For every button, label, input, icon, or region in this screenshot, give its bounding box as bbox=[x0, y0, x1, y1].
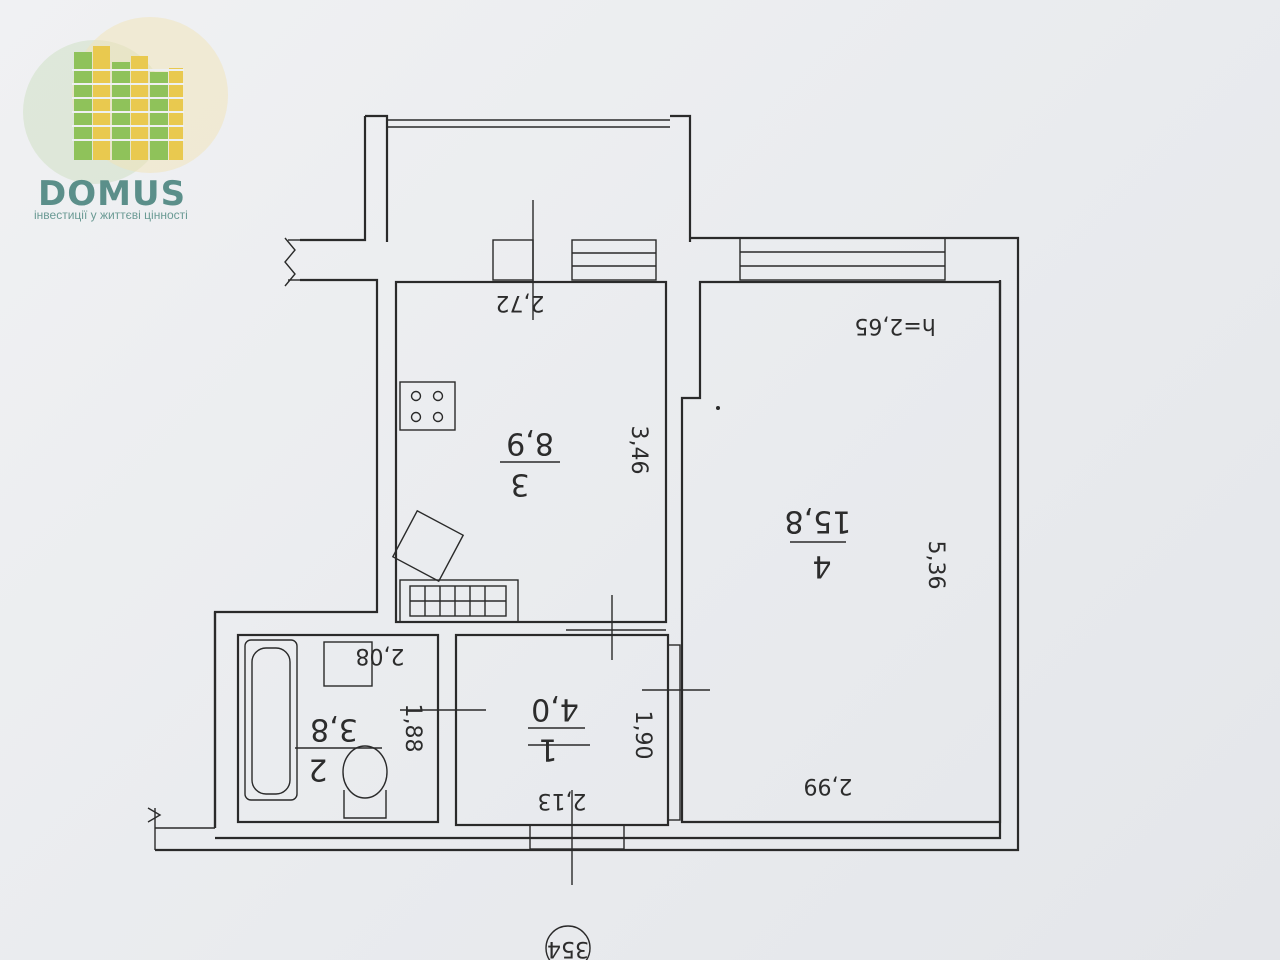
room-1-number: 1 bbox=[538, 732, 557, 767]
room-height-label: h=2,65 bbox=[854, 313, 935, 338]
room-2-area: 3,8 bbox=[310, 712, 358, 747]
logo-tagline: інвестиції у життєві цінності bbox=[34, 208, 188, 222]
outer-walls bbox=[147, 116, 1020, 852]
room-3-number: 3 bbox=[510, 467, 529, 502]
room-2-label: 3,8 2 bbox=[308, 712, 357, 787]
balcony bbox=[365, 114, 692, 320]
room-3-label: 8,9 3 bbox=[500, 426, 560, 502]
room-length-label: 5,36 bbox=[923, 541, 948, 590]
room-1-area: 4,0 bbox=[531, 692, 579, 727]
windows bbox=[492, 237, 946, 281]
living-room bbox=[642, 280, 1002, 824]
room-4-label: 15,8 4 bbox=[785, 504, 852, 584]
logo-wordmark: DOMUS bbox=[38, 174, 187, 214]
room-4-number: 4 bbox=[812, 549, 831, 584]
room-2-number: 2 bbox=[308, 752, 327, 787]
bath-length-label: 1,88 bbox=[400, 704, 425, 753]
kitchen bbox=[391, 280, 668, 660]
sheet-number-label: 354 bbox=[547, 936, 589, 960]
room-width-label: 2,99 bbox=[804, 773, 853, 798]
kitchen-length-label: 3,46 bbox=[626, 426, 651, 475]
hall-width-label: 2,13 bbox=[538, 788, 587, 813]
room-1-label: 4,0 1 bbox=[528, 692, 585, 767]
hall-length-label: 1,90 bbox=[630, 711, 655, 760]
room-3-area: 8,9 bbox=[506, 426, 554, 461]
domus-logo-icon bbox=[23, 17, 228, 184]
bathroom bbox=[236, 633, 486, 824]
sheet-number-circle bbox=[545, 925, 591, 960]
hallway bbox=[454, 633, 681, 885]
room-4-area: 15,8 bbox=[785, 504, 852, 539]
bath-width-label: 2,08 bbox=[356, 643, 405, 668]
kitchen-width-label: 2,72 bbox=[496, 290, 545, 315]
